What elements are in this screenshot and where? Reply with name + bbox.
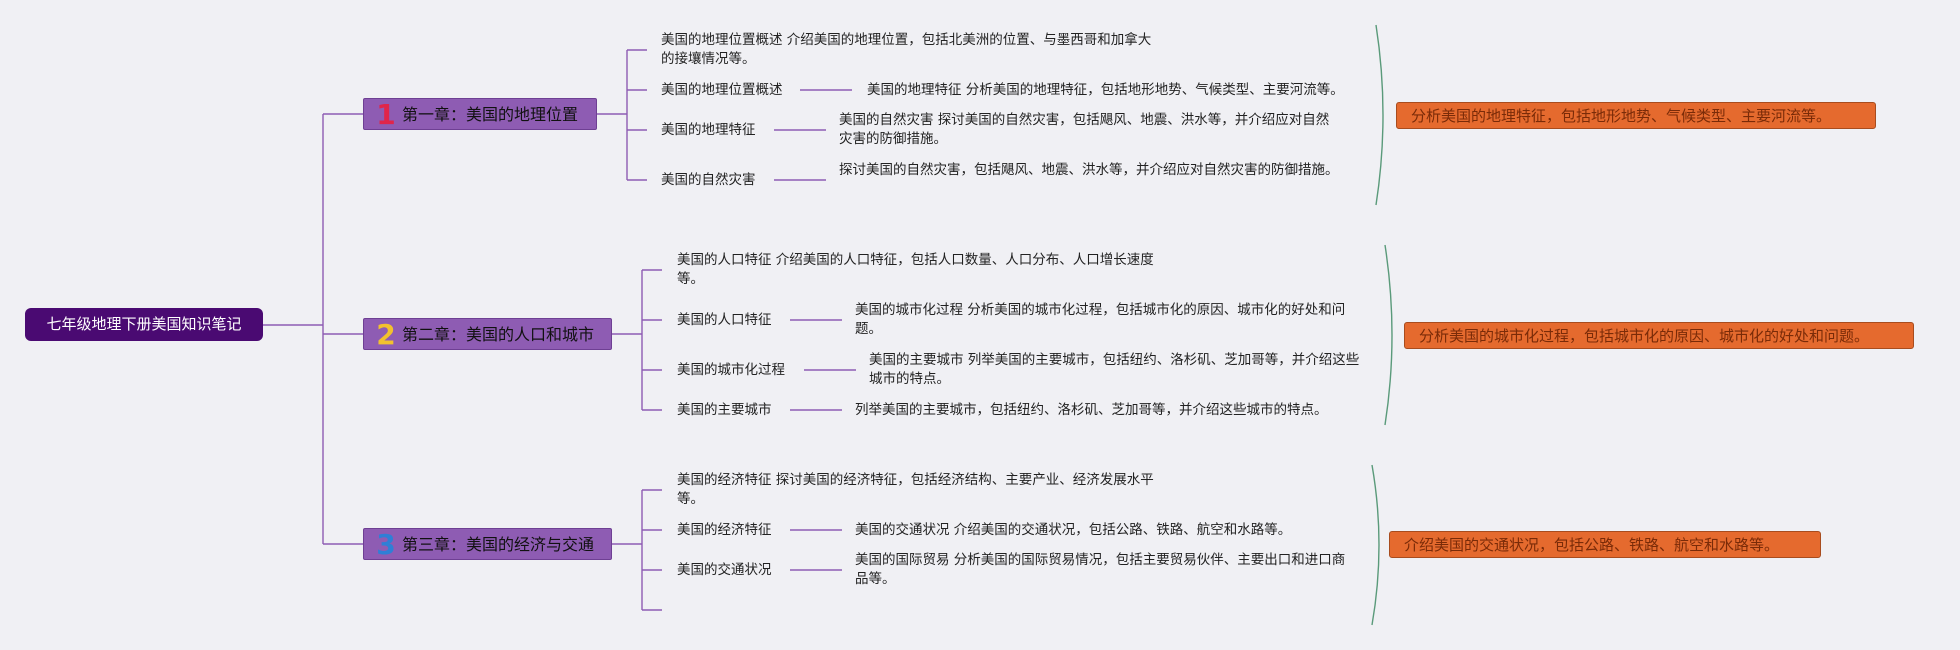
chapter-3-title: 第三章：美国的经济与交通: [402, 535, 595, 554]
chapter-2-row-2-desc[interactable]: 美国的主要城市 列举美国的主要城市，包括纽约、洛杉矶、芝加哥等，并介绍这些城市的…: [869, 352, 1360, 387]
chapter-1-brace: [1375, 24, 1384, 206]
chapter-1-title: 第一章：美国的地理位置: [402, 105, 579, 124]
chapter-1-row-3-desc[interactable]: 探讨美国的自然灾害，包括飓风、地震、洪水等，并介绍应对自然灾害的防御措施。: [839, 162, 1339, 178]
chapter-3-row-2-desc[interactable]: 美国的国际贸易 分析美国的国际贸易情况，包括主要贸易伙伴、主要出口和进口商品等。: [855, 552, 1346, 587]
chapter-1-topic[interactable]: 1 第一章：美国的地理位置: [363, 98, 597, 131]
root-topic[interactable]: 七年级地理下册美国知识笔记: [25, 308, 263, 341]
chapter-1-row-2-label[interactable]: 美国的地理特征: [661, 122, 756, 138]
chapter-2-row-3-label[interactable]: 美国的主要城市: [677, 402, 772, 418]
chapter-2-row-3-desc[interactable]: 列举美国的主要城市，包括纽约、洛杉矶、芝加哥等，并介绍这些城市的特点。: [855, 402, 1328, 418]
chapter-2-row-1-label[interactable]: 美国的人口特征: [677, 312, 772, 328]
chapter-3-row-2-label[interactable]: 美国的交通状况: [677, 562, 772, 578]
chapter-2-row-2-label[interactable]: 美国的城市化过程: [677, 362, 785, 378]
chapter-3-number: 3: [376, 528, 396, 561]
chapter-1-number: 1: [376, 98, 396, 131]
chapter-1-row-1-label[interactable]: 美国的地理位置概述: [661, 82, 783, 98]
chapter-1-row-3-label[interactable]: 美国的自然灾害: [661, 172, 756, 188]
chapter-2-overview[interactable]: 美国的人口特征 介绍美国的人口特征，包括人口数量、人口分布、人口增长速度等。: [677, 252, 1154, 287]
chapter-2-topic[interactable]: 2 第二章：美国的人口和城市: [363, 318, 612, 351]
chapter-1-row-2-desc[interactable]: 美国的自然灾害 探讨美国的自然灾害，包括飓风、地震、洪水等，并介绍应对自然灾害的…: [839, 112, 1330, 147]
chapter-2-row-1-desc[interactable]: 美国的城市化过程 分析美国的城市化过程，包括城市化的原因、城市化的好处和问题。: [855, 302, 1346, 337]
chapter-1-row-1-desc[interactable]: 美国的地理特征 分析美国的地理特征，包括地形地势、气候类型、主要河流等。: [867, 82, 1344, 98]
chapter-2-brace: [1384, 244, 1393, 426]
chapter-2-number: 2: [376, 318, 396, 351]
chapter-3-summary[interactable]: 介绍美国的交通状况，包括公路、铁路、航空和水路等。: [1389, 531, 1821, 558]
chapter-2-title: 第二章：美国的人口和城市: [402, 325, 595, 344]
chapter-3-brace: [1371, 464, 1380, 626]
chapter-3-row-1-label[interactable]: 美国的经济特征: [677, 522, 772, 538]
chapter-3-topic[interactable]: 3 第三章：美国的经济与交通: [363, 528, 612, 561]
chapter-2-summary[interactable]: 分析美国的城市化过程，包括城市化的原因、城市化的好处和问题。: [1404, 322, 1914, 349]
chapter-1-summary[interactable]: 分析美国的地理特征，包括地形地势、气候类型、主要河流等。: [1396, 102, 1876, 129]
chapter-1-overview[interactable]: 美国的地理位置概述 介绍美国的地理位置，包括北美洲的位置、与墨西哥和加拿大的接壤…: [661, 32, 1152, 67]
chapter-3-row-1-desc[interactable]: 美国的交通状况 介绍美国的交通状况，包括公路、铁路、航空和水路等。: [855, 522, 1292, 538]
chapter-3-overview[interactable]: 美国的经济特征 探讨美国的经济特征，包括经济结构、主要产业、经济发展水平等。: [677, 472, 1154, 507]
